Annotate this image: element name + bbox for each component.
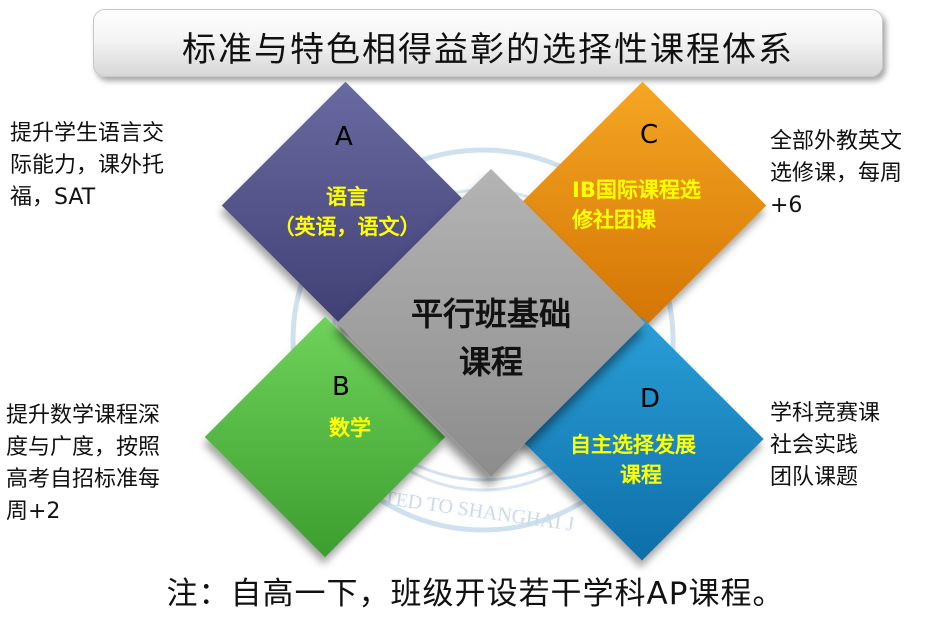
center-label: 平行班基础课程 — [406, 290, 576, 386]
side-a-line: 提升学生语言交 — [10, 121, 165, 146]
side-a-line: 福，SAT — [10, 185, 96, 210]
label-b-line1: 数学 — [329, 416, 371, 440]
label-d: 自主选择发展 课程 — [570, 430, 720, 490]
letter-a: A — [335, 122, 353, 152]
side-d-line: 学科竞赛课 — [770, 401, 881, 426]
side-b-line: 高考自招标准每 — [6, 467, 161, 492]
side-d-line: 社会实践 — [770, 433, 859, 458]
side-b-line: 周+2 — [6, 499, 61, 524]
label-a-line2: （英语，语文） — [273, 215, 421, 239]
label-b: 数学 — [300, 413, 400, 443]
label-a: 语言 （英语，语文） — [262, 182, 432, 242]
side-text-a: 提升学生语言交 际能力，课外托 福，SAT — [10, 118, 164, 214]
label-c: IB国际课程选 修社团课 — [572, 175, 747, 235]
page-title: 标准与特色相得益彰的选择性课程体系 — [182, 30, 794, 70]
side-c-line: 全部外教英文 — [770, 129, 903, 154]
letter-c: C — [640, 120, 659, 150]
side-text-c: 全部外教英文 选修课，每周 +6 — [770, 126, 902, 222]
center-label-text: 平行班基础课程 — [410, 295, 571, 381]
footer-note: 注：自高一下，班级开设若干学科AP课程。 — [166, 576, 785, 612]
label-c-line2: 修社团课 — [572, 208, 656, 232]
side-d-line: 团队课题 — [770, 465, 859, 490]
title-banner: 标准与特色相得益彰的选择性课程体系 — [93, 9, 883, 77]
side-b-line: 提升数学课程深 — [6, 403, 161, 428]
side-text-d: 学科竞赛课 社会实践 团队课题 — [770, 398, 880, 494]
side-b-line: 度与广度，按照 — [6, 435, 161, 460]
letter-d: D — [640, 384, 661, 414]
label-a-line1: 语言 — [326, 185, 368, 209]
watermark-text: TED TO SHANGHAI J — [382, 487, 575, 536]
side-c-line: +6 — [770, 193, 803, 218]
label-d-line2: 课程 — [620, 463, 662, 487]
side-text-b: 提升数学课程深 度与广度，按照 高考自招标准每 周+2 — [6, 400, 160, 528]
side-c-line: 选修课，每周 — [770, 161, 903, 186]
label-d-line1: 自主选择发展 — [570, 433, 696, 457]
label-c-line1: IB国际课程选 — [572, 178, 701, 202]
side-a-line: 际能力，课外托 — [10, 153, 165, 178]
letter-b: B — [332, 372, 350, 402]
